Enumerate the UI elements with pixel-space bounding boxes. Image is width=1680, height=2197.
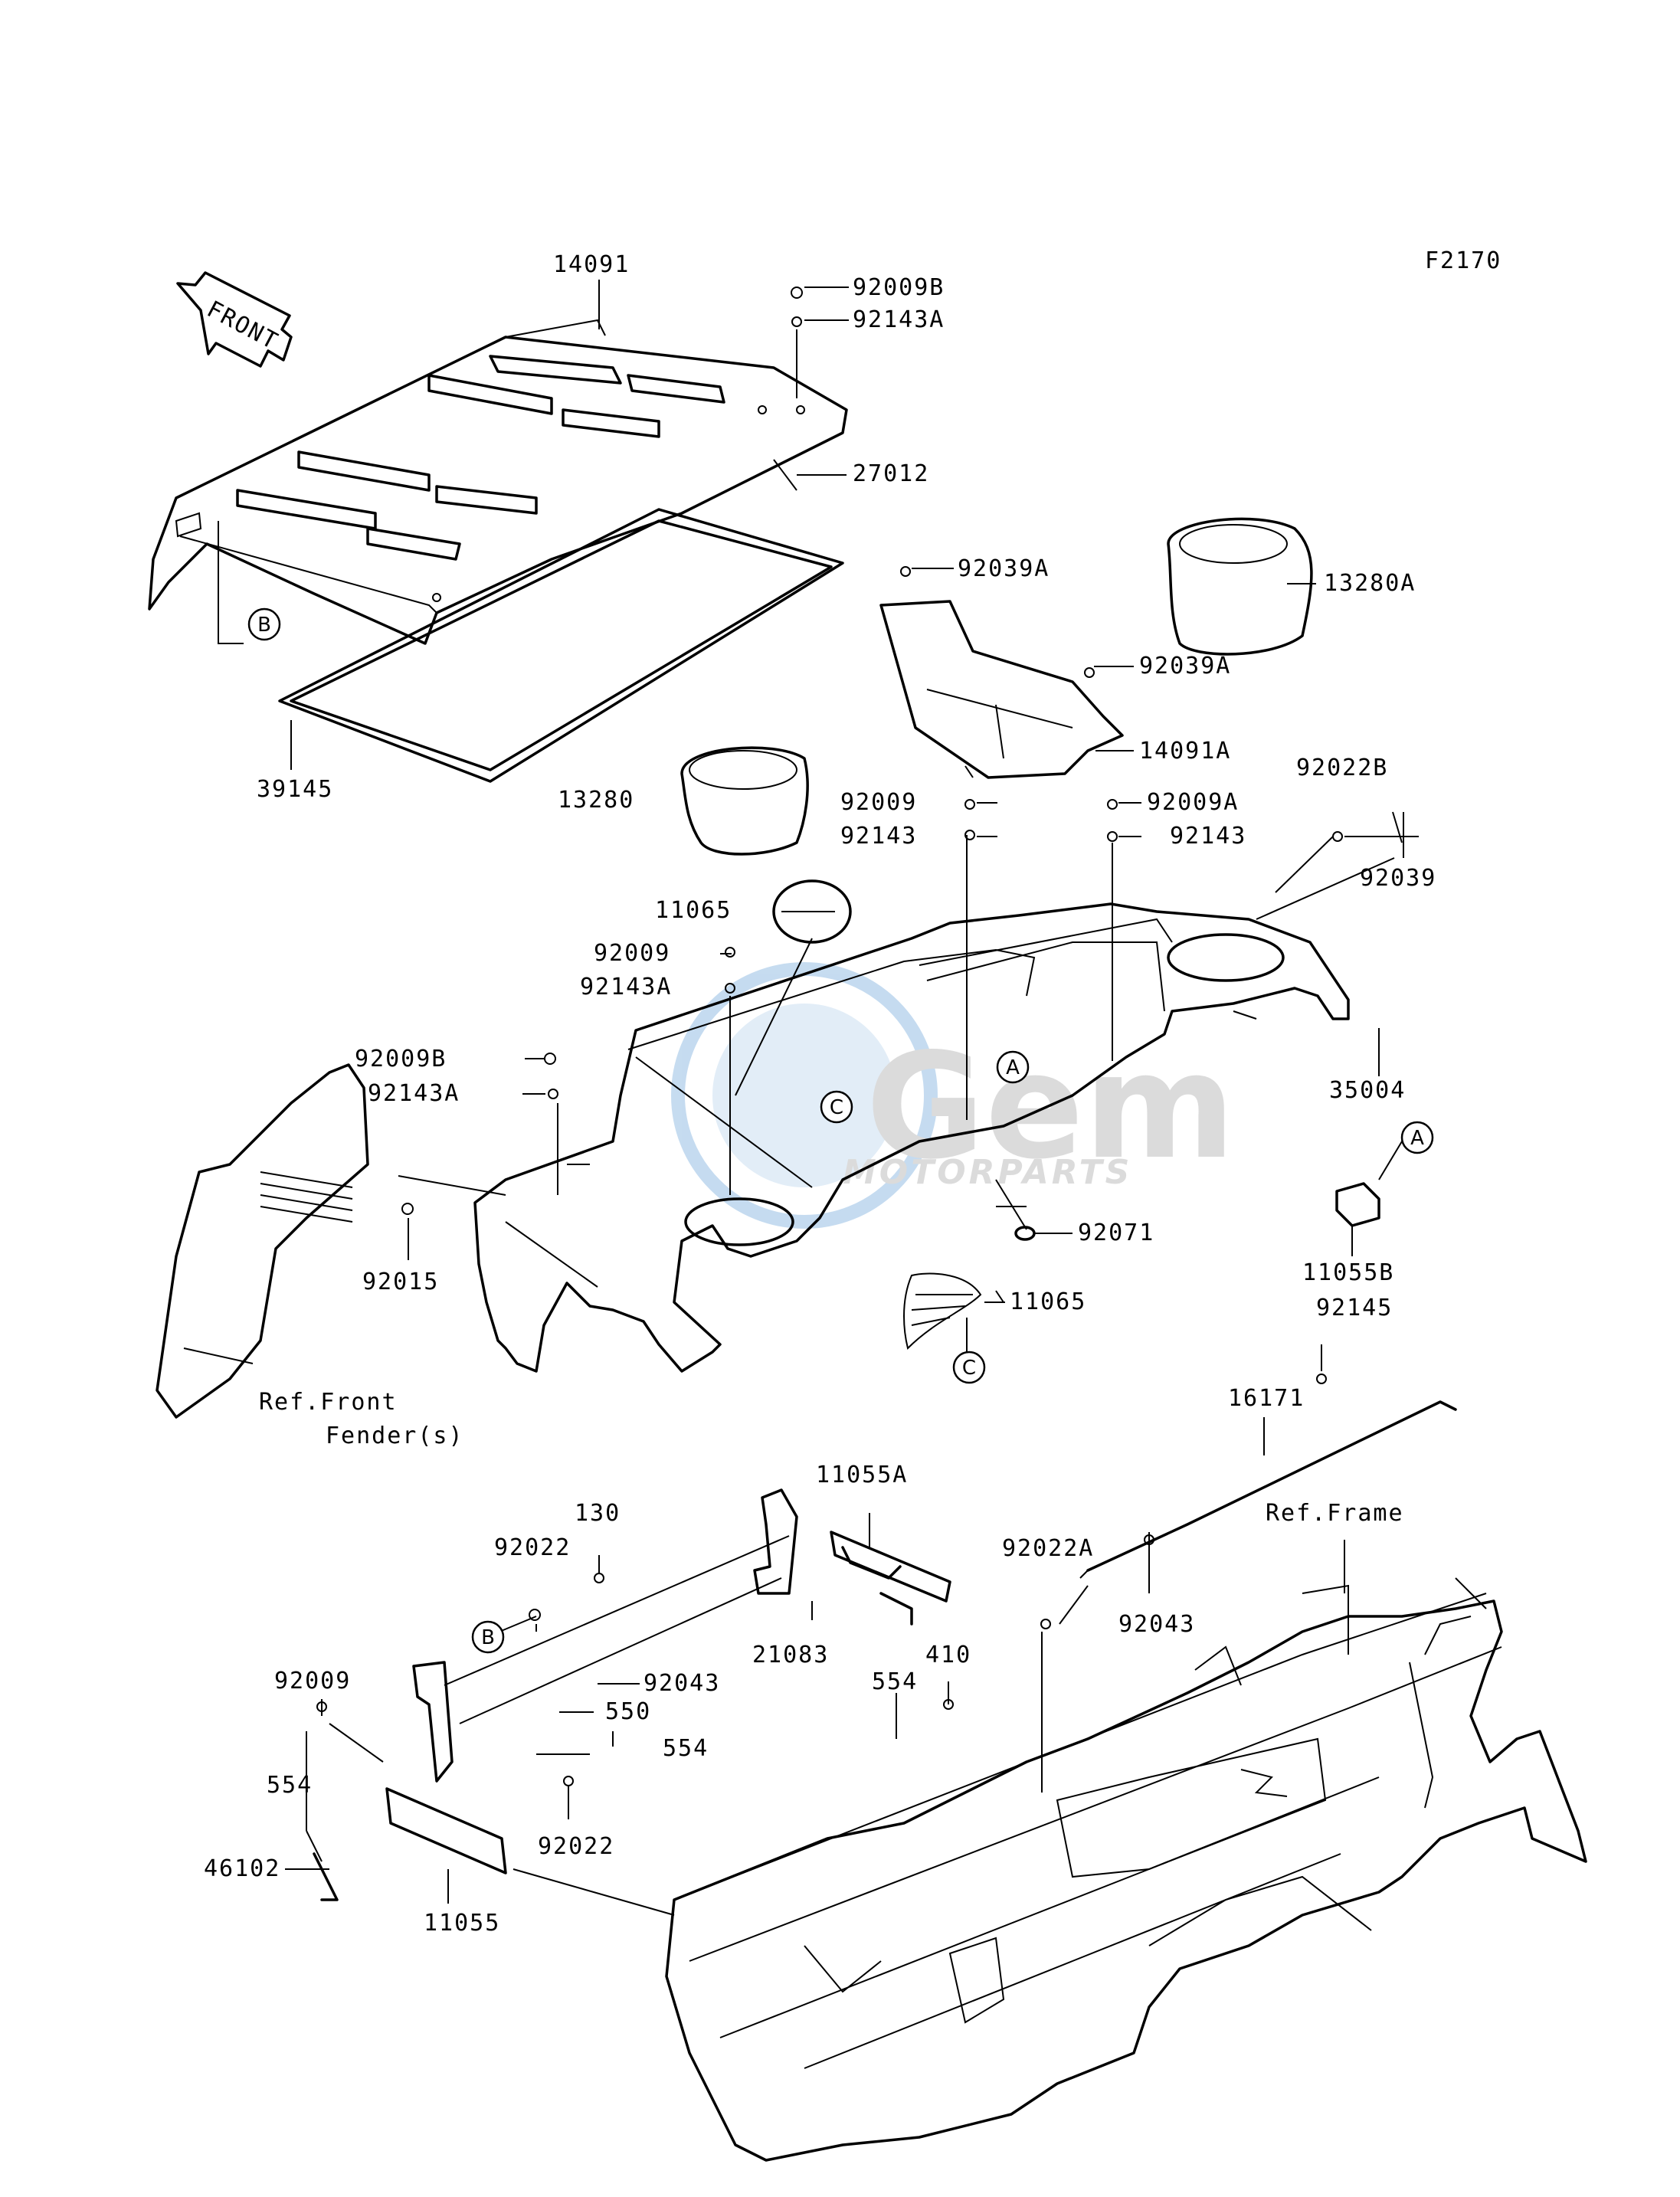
svg-text:B: B [257,614,271,637]
part-label: 13280A [1324,570,1416,597]
part-label: 11055A [816,1462,908,1488]
rear-body-panel [473,902,1350,1373]
part-label: 92143A [368,1080,460,1107]
part-label: 14091 [553,251,630,278]
front-fender-ref [156,1063,369,1419]
ref-front-fender-line1: Ref.Front [259,1389,398,1416]
roof-panel [148,319,848,645]
part-label: 92022A [1002,1535,1094,1562]
cup-holder-right [1167,517,1313,656]
part-label: 92009B [355,1046,447,1072]
part-label: 550 [605,1698,651,1725]
part-label: 92143 [840,823,917,850]
part-label: 92022B [1296,755,1388,781]
callout-a-body: A [996,1050,1030,1084]
part-label: 92143 [1170,823,1246,850]
part-labels: 14091 92009B 92143A 27012 39145 13280A 9… [204,251,1436,1937]
front-arrow-icon: FRONT [176,271,293,368]
figure-code: F2170 [1425,247,1502,274]
reference-labels: Ref.Front Fender(s) Ref.Frame [259,1389,1404,1527]
bracket-assembly [385,1182,1380,1874]
svg-text:B: B [481,1626,495,1649]
part-label: 92009 [840,789,917,816]
part-label: 92022 [494,1534,571,1561]
part-label: 11065 [655,897,732,924]
part-label: 554 [663,1735,709,1762]
part-label: 11065 [1010,1288,1086,1315]
part-label: 92039A [958,555,1050,582]
part-label: 92039 [1360,865,1436,892]
part-label: 92009A [1147,789,1239,816]
part-label: 14091A [1139,738,1231,765]
callout-b-bracket: B [471,1620,505,1654]
svg-text:C: C [962,1357,976,1380]
roof-seal [278,508,844,783]
cup-holder-left [680,746,809,856]
part-label: 92039A [1139,653,1231,679]
callout-c-grille: C [952,1351,986,1384]
part-label: 92143A [853,306,945,333]
svg-text:A: A [1410,1127,1424,1150]
part-label: 21083 [752,1642,829,1668]
speaker-cover [772,879,982,1350]
part-label: 27012 [853,460,929,487]
part-label: 554 [872,1668,918,1695]
part-label: 46102 [204,1855,280,1882]
part-label: 35004 [1329,1077,1406,1104]
watermark-logo: Gem MOTORPARTS [671,962,1236,1229]
part-label: 92043 [644,1670,720,1697]
part-label: 410 [925,1642,971,1668]
callout-a-bracket: A [1400,1121,1434,1154]
part-label: 92145 [1316,1295,1393,1321]
storage-tray [879,600,1124,779]
rod-46102 [313,1852,339,1901]
ref-frame: Ref.Frame [1266,1500,1404,1527]
part-label: 11055 [424,1910,500,1937]
part-label: 92022 [538,1833,614,1860]
part-label: 92071 [1078,1220,1154,1246]
part-label: 130 [575,1500,621,1527]
part-label: 16171 [1228,1385,1305,1412]
watermark-sub-text: MOTORPARTS [843,1153,1132,1192]
part-label: 92009 [274,1668,351,1694]
part-label: 92015 [362,1269,439,1295]
part-label: 554 [267,1772,313,1799]
part-label: 92009B [853,274,945,301]
callout-b-roof: B [247,607,281,641]
leader-lines [218,280,1419,1916]
part-label: 92009 [594,940,670,967]
part-label: 39145 [257,776,333,803]
svg-text:A: A [1006,1056,1020,1079]
svg-text:C: C [830,1096,843,1119]
part-label: 92043 [1118,1611,1195,1638]
part-label: 13280 [558,787,634,814]
frame-ref [665,1577,1587,2162]
ref-front-fender-line2: Fender(s) [326,1423,464,1449]
part-label: 92143A [580,974,672,1000]
part-label: 11055B [1302,1259,1394,1286]
stay-rod [1079,1400,1457,1579]
callout-c-body: C [820,1090,853,1124]
